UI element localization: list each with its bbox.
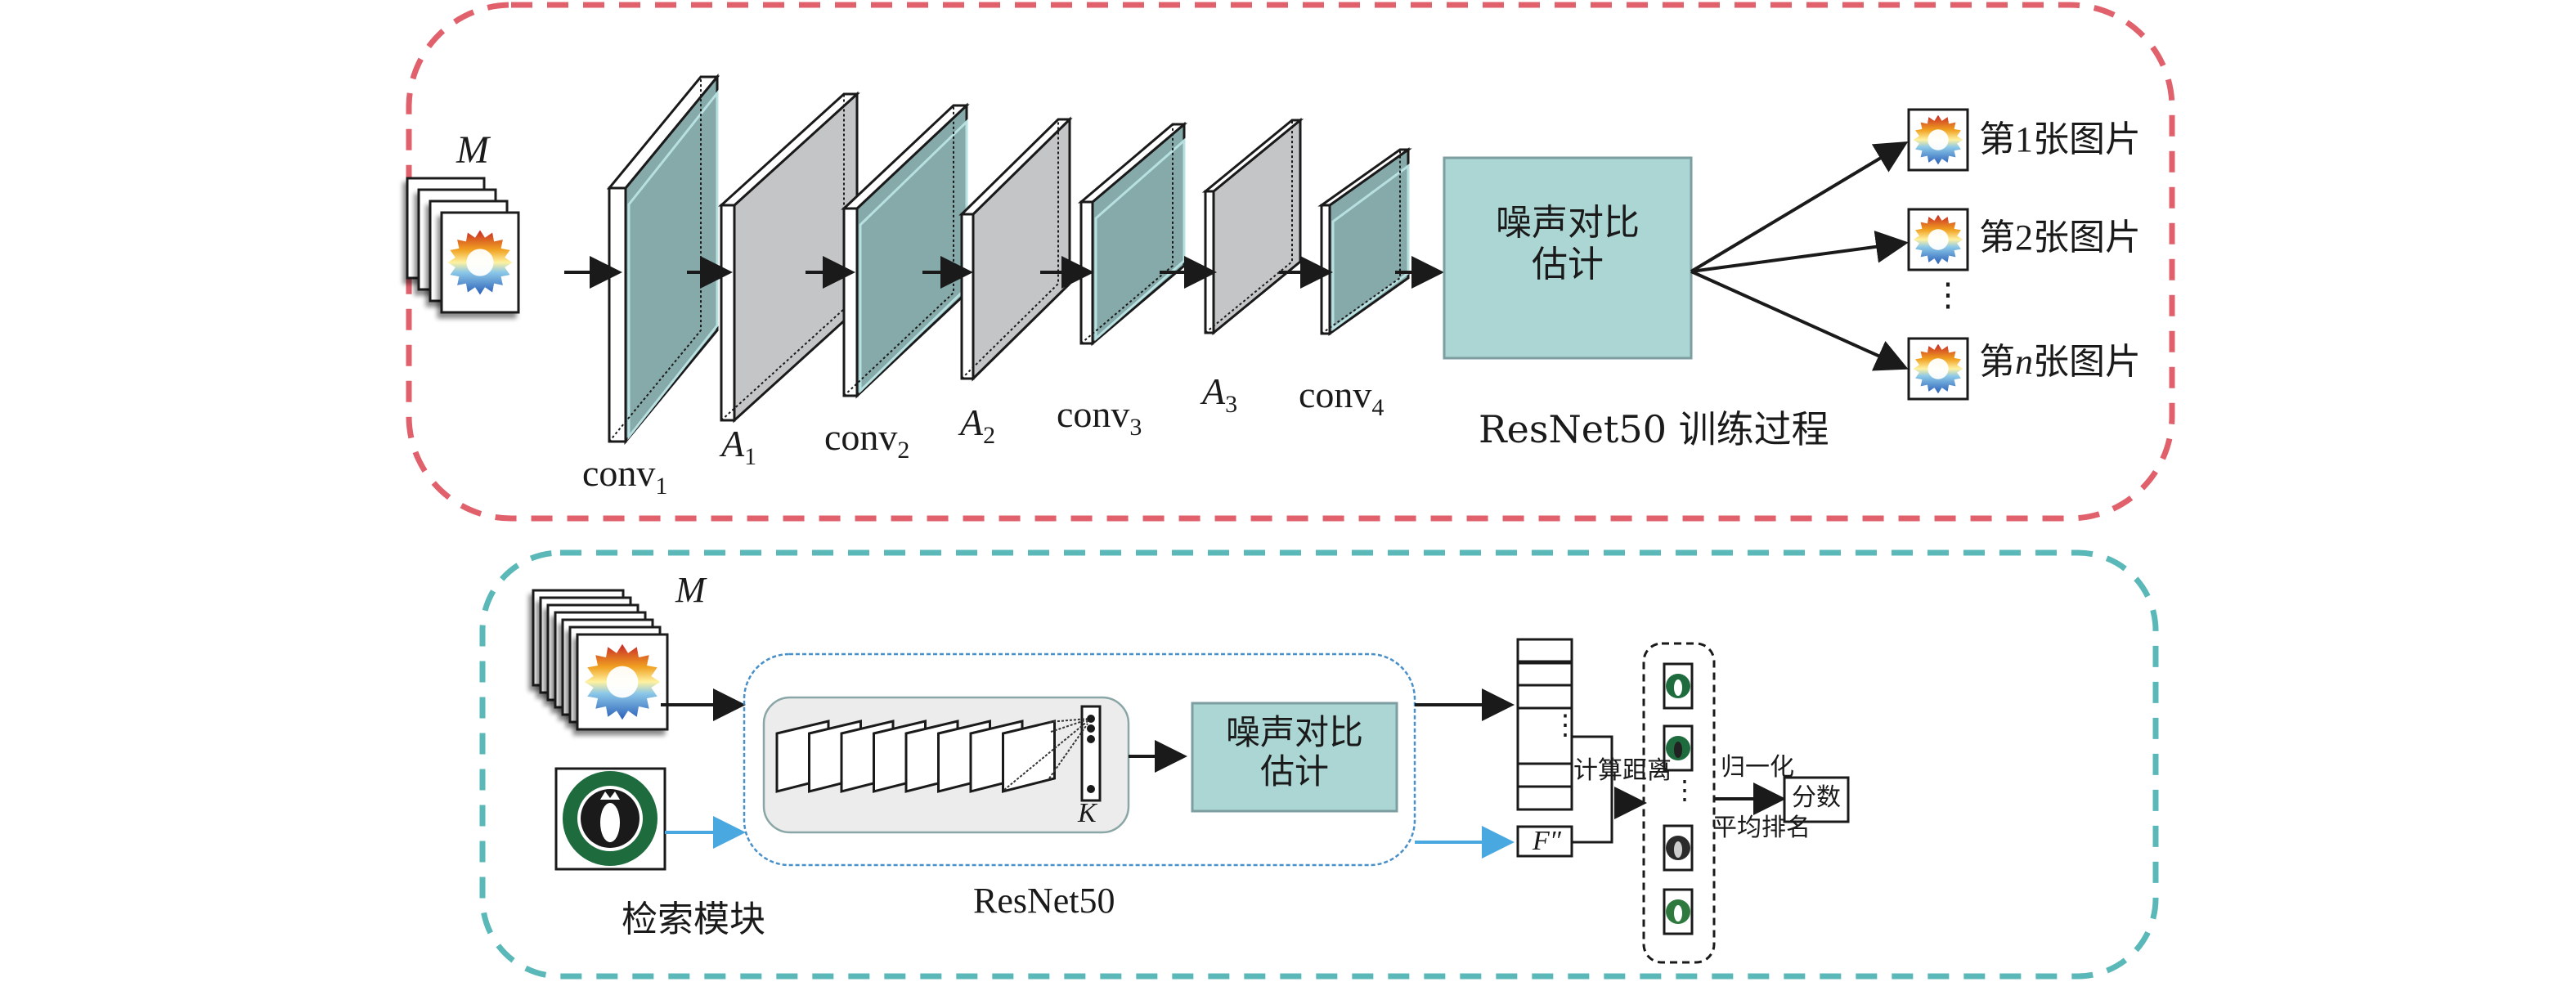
- output-label-2: 第2张图片: [1979, 217, 2141, 258]
- ranked-logo-4: [1663, 888, 1694, 935]
- layer-conv4: [1317, 147, 1412, 336]
- layer-hidden-edge: [720, 94, 845, 421]
- retrieval-nce-box: [1191, 702, 1398, 813]
- layer-a2: [958, 116, 1073, 382]
- score-label: 分数: [1792, 783, 1841, 812]
- resnet-container: [743, 652, 1416, 867]
- layer-front-face: [720, 204, 736, 422]
- ranked-logo-siren: [1674, 742, 1682, 758]
- ranked-logos: [1663, 662, 1694, 935]
- retrieval-input-label: M: [675, 570, 706, 610]
- stack-top-image: [440, 211, 520, 314]
- k-label: K: [1078, 798, 1097, 828]
- layer-label-conv1: conv1: [582, 452, 668, 500]
- training-nce-box: [1443, 156, 1693, 360]
- layer-hidden-edge: [1080, 124, 1174, 344]
- training-nce-line1: 噪声对比: [1496, 202, 1640, 244]
- retrieval-panel-border: [479, 549, 2159, 980]
- ranked-logo-3: [1663, 824, 1694, 872]
- flower-center: [466, 249, 494, 276]
- retrieval-stack-top-image: [576, 633, 669, 731]
- training-nce-text: 噪声对比 估计: [1444, 202, 1691, 285]
- feature-ellipsis: ⋮: [1551, 709, 1579, 742]
- retrieval-nce-text: 噪声对比 估计: [1192, 712, 1397, 792]
- flower-center: [606, 666, 639, 698]
- layer-front-face: [960, 213, 975, 380]
- output-ellipsis: ⋮: [1932, 276, 1964, 314]
- training-nce-line2: 估计: [1532, 243, 1604, 285]
- retrieval-nce-line1: 噪声对比: [1225, 712, 1363, 752]
- layer-label-a3: A3: [1202, 370, 1238, 418]
- training-layers: [606, 73, 1412, 446]
- layer-front-face: [842, 207, 859, 397]
- layer-a3: [1201, 117, 1304, 336]
- layer-label-a1: A1: [721, 423, 757, 470]
- score-box: [1783, 776, 1850, 823]
- output-arrow-2: [1690, 230, 1909, 273]
- layer-conv2: [841, 102, 970, 399]
- layer-front-face: [608, 186, 627, 443]
- training-panel-border: [406, 2, 2175, 522]
- k-vector: [1003, 705, 1102, 802]
- feature-table-frame: [1516, 638, 1573, 811]
- ranked-logo-siren: [1674, 679, 1682, 696]
- training-input-label: M: [456, 128, 489, 172]
- ranked-logo-siren: [1674, 905, 1682, 921]
- distance-label: 计算距离: [1573, 756, 1672, 785]
- flower-center: [1928, 358, 1949, 379]
- output-thumbnail-2: [1907, 208, 1969, 271]
- layer-inner-face: [627, 89, 719, 441]
- ranked-ellipsis: ⋮: [1672, 774, 1698, 805]
- normalize-label: 归一化: [1721, 753, 1794, 782]
- layer-conv1: [606, 73, 720, 446]
- mini-feature-map: [1002, 720, 1056, 793]
- layer-hidden-edge: [961, 119, 1059, 379]
- layer-label-conv2: conv2: [824, 416, 910, 464]
- ranked-logo-1: [1663, 662, 1694, 710]
- layer-front-face: [1320, 204, 1331, 335]
- query-logo: [554, 767, 666, 871]
- output-label-n: 第n张图片: [1979, 341, 2141, 383]
- training-input-stack: [406, 177, 520, 314]
- query-feature-box: [1516, 825, 1573, 858]
- retrieval-stack-card: [576, 633, 669, 731]
- flower-center: [1928, 129, 1949, 150]
- output-thumbnails: [1907, 108, 1969, 401]
- feature-table-rows: [1516, 638, 1573, 811]
- query-feature-label: F″: [1533, 826, 1561, 856]
- ranked-logo-2: [1663, 724, 1694, 772]
- module-label: 检索模块: [622, 899, 765, 940]
- layer-hidden-edge: [1321, 150, 1401, 334]
- output-thumbnail-1: [1907, 108, 1969, 172]
- retrieval-input-stack: [532, 589, 669, 731]
- training-caption: ResNet50 训练过程: [1479, 407, 1829, 451]
- layer-label-a2: A2: [960, 401, 996, 449]
- layer-front-face: [1204, 190, 1215, 334]
- output-thumbnail-3: [1907, 337, 1969, 401]
- resnet-label: ResNet50: [973, 881, 1115, 921]
- layer-a1: [718, 91, 860, 424]
- flower-center: [1928, 229, 1949, 250]
- layer-hidden-edge: [608, 77, 702, 442]
- stack-card: [440, 211, 520, 314]
- output-label-1: 第1张图片: [1979, 119, 2141, 160]
- layer-hidden-edge: [1205, 120, 1293, 334]
- avg-rank-label: 平均排名: [1712, 814, 1811, 842]
- feature-map-sequence: [775, 720, 1056, 793]
- ranked-results-box: [1642, 642, 1716, 964]
- ranked-logo-siren: [1674, 841, 1682, 858]
- layer-hidden-edge: [843, 105, 954, 397]
- output-arrow-1: [1690, 141, 1909, 273]
- output-arrow-n: [1690, 270, 1909, 371]
- layer-label-conv3: conv3: [1057, 393, 1142, 441]
- layer-label-conv4: conv4: [1299, 374, 1384, 421]
- retrieval-nce-line2: 估计: [1259, 751, 1329, 792]
- layer-conv3: [1077, 121, 1188, 347]
- distance-bracket: [1572, 735, 1613, 844]
